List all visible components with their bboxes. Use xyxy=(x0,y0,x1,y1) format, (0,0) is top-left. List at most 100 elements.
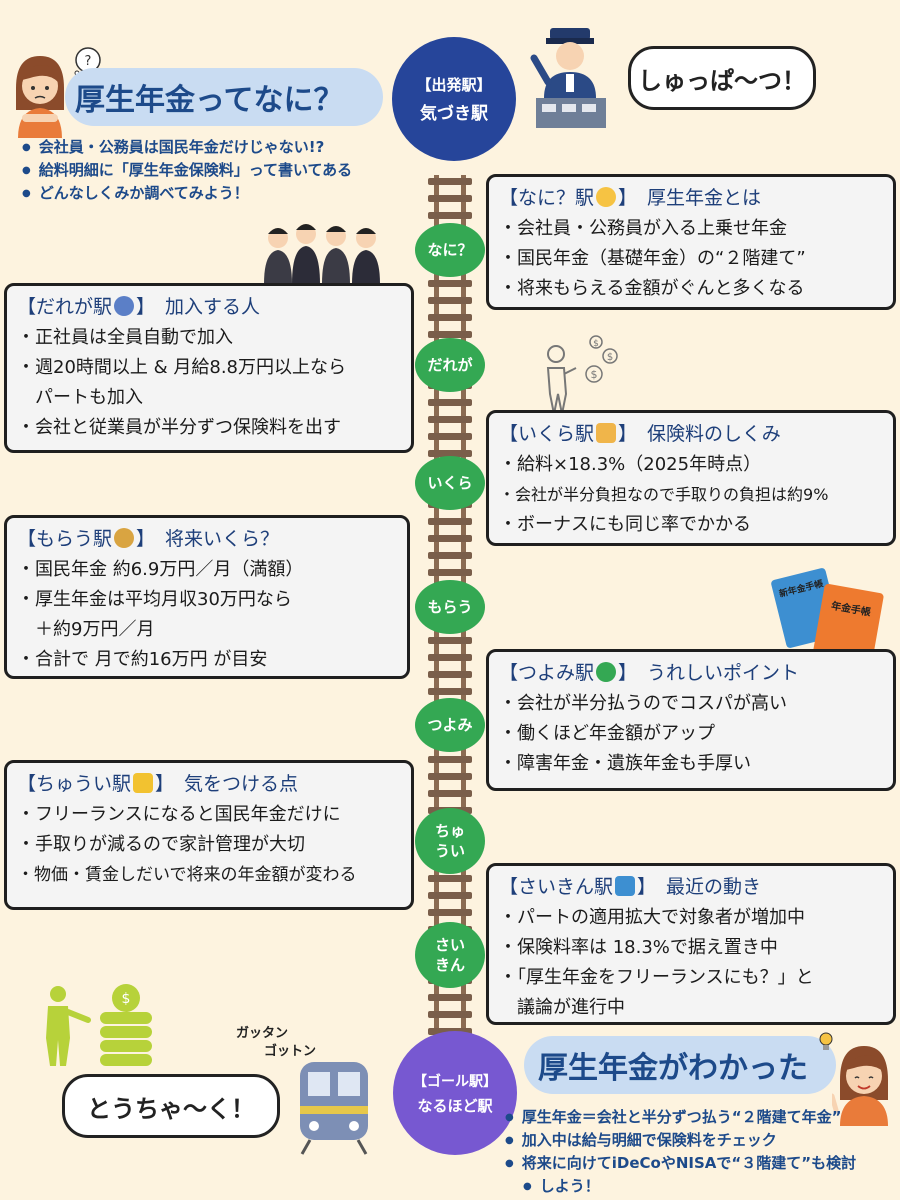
card-nani: 【なに？駅】厚生年金とは 会社員・公務員が入る上乗せ年金 国民年金（基礎年金）の… xyxy=(486,174,896,310)
card-item: 正社員は全員自動で加入 xyxy=(17,323,401,353)
money-bill-icon xyxy=(596,423,617,443)
station-label: つよみ xyxy=(427,716,473,734)
arrival-speech: とうちゃ〜く！ xyxy=(87,1094,255,1123)
card-item: 物価・賃金しだいで将来の年金額が変わる xyxy=(17,860,401,890)
outro-point: 加入中は給与明細で保険料をチェック xyxy=(505,1129,856,1152)
card-item: 議論が進行中 xyxy=(517,997,625,1018)
station-saikin: さい きん xyxy=(415,922,485,988)
intro-point: どんなしくみか調べてみよう！ xyxy=(22,182,352,205)
start-station-label: 【出発駅】 xyxy=(416,76,492,94)
card-item: 会社員・公務員が入る上乗せ年金 xyxy=(499,214,883,244)
group-of-workers-illustration xyxy=(262,218,384,284)
goal-station: 【ゴール駅】 なるほど駅 xyxy=(393,1031,517,1155)
card-item: 給料×18.3%（2025年時点） xyxy=(499,450,883,480)
card-item: 合計で 月で約16万円 が目安 xyxy=(17,645,397,675)
book-label: 年金手帳 xyxy=(830,600,872,619)
card-title: 【だれが駅】加入する人 xyxy=(17,296,261,318)
intro-points: 会社員・公務員は国民年金だけじゃない!? 給料明細に「厚生年金保険料」って書いて… xyxy=(22,136,352,205)
card-saikin: 【さいきん駅】最近の動き パートの適用拡大で対象者が増加中 保険料率は 18.3… xyxy=(486,863,896,1025)
station-dare: だれが xyxy=(415,338,485,392)
intro-point: 給料明細に「厚生年金保険料」って書いてある xyxy=(22,159,352,182)
station-tsuyomi: つよみ xyxy=(415,698,485,752)
rail-tie xyxy=(428,399,472,406)
svg-text:?: ? xyxy=(85,54,92,69)
rail-tie xyxy=(428,1011,472,1018)
card-title: 【つよみ駅】うれしいポイント xyxy=(499,662,800,684)
station-label: いくら xyxy=(427,474,473,492)
card-morau: 【もらう駅】将来いくら？ 国民年金 約6.9万円／月（満額） 厚生年金は平均月収… xyxy=(4,515,410,679)
conductor-speech-bubble: しゅっぱ〜つ！ xyxy=(628,46,816,110)
rail-tie xyxy=(428,314,472,321)
card-item: 手取りが減るので家計管理が大切 xyxy=(17,830,401,860)
rail-tie xyxy=(428,331,472,338)
station-label: なに？ xyxy=(427,241,473,259)
rail-tie xyxy=(428,450,472,457)
green-circle-icon xyxy=(596,662,617,682)
card-item: パートも加入 xyxy=(35,387,143,408)
svg-text:$: $ xyxy=(591,368,598,381)
rail-tie xyxy=(428,212,472,219)
station-ikura: いくら xyxy=(415,456,485,510)
card-item: 会社が半分負担なので手取りの負担は約9% xyxy=(499,480,883,510)
arrival-speech-bubble: とうちゃ〜く！ xyxy=(62,1074,280,1138)
money-bag-icon xyxy=(114,528,135,548)
station-nani: なに？ xyxy=(415,223,485,277)
card-title: 【もらう駅】将来いくら？ xyxy=(17,528,280,550)
card-item: 保険料率は 18.3%で据え置き中 xyxy=(499,933,883,963)
card-title: 【ちゅうい駅】気をつける点 xyxy=(17,773,299,795)
start-station: 【出発駅】 気づき駅 xyxy=(392,37,516,161)
rail-tie xyxy=(428,195,472,202)
card-item: 国民年金（基礎年金）の“２階建て” xyxy=(499,244,883,274)
goal-station-name: なるほど駅 xyxy=(417,1096,493,1115)
refresh-icon xyxy=(615,876,636,896)
card-item: 会社が半分払うのでコスパが高い xyxy=(499,689,883,719)
outro-point: 厚生年金＝会社と半分ずつ払う“２階建て年金” xyxy=(505,1106,856,1129)
lightbulb-icon xyxy=(818,1032,834,1052)
card-item: 週20時間以上 & 月給8.8万円以上なら xyxy=(17,353,401,383)
person-with-coins-illustration: $ $ $ xyxy=(536,334,622,415)
rail-tie xyxy=(428,637,472,644)
intro-title-banner: 厚生年金ってなに？ xyxy=(65,68,383,126)
card-item: 国民年金 約6.9万円／月（満額） xyxy=(17,555,397,585)
rail-tie xyxy=(428,280,472,287)
rail-tie xyxy=(428,773,472,780)
card-item: 働くほど年金額がアップ xyxy=(499,719,883,749)
goal-station-label: 【ゴール駅】 xyxy=(413,1073,497,1090)
card-ikura: 【いくら駅】保険料のしくみ 給料×18.3%（2025年時点） 会社が半分負担な… xyxy=(486,410,896,546)
rail-tie xyxy=(428,552,472,559)
rail-tie xyxy=(428,518,472,525)
conductor-speech: しゅっぱ〜つ！ xyxy=(638,66,806,95)
card-dare: 【だれが駅】加入する人 正社員は全員自動で加入 週20時間以上 & 月給8.8万… xyxy=(4,283,414,453)
svg-text:$: $ xyxy=(593,339,599,349)
rail-tie xyxy=(428,569,472,576)
card-title: 【なに？駅】厚生年金とは xyxy=(499,187,762,209)
rail-tie xyxy=(428,297,472,304)
rail-tie xyxy=(428,790,472,797)
people-icon xyxy=(114,296,135,316)
rail-tie xyxy=(428,178,472,185)
rail-tie xyxy=(428,654,472,661)
station-label: だれが xyxy=(427,356,473,374)
station-label: ちゅ うい xyxy=(434,822,465,860)
rail-tie xyxy=(428,756,472,763)
worried-girl-illustration xyxy=(8,48,70,138)
warning-icon xyxy=(133,773,154,793)
train-sound-2: ゴットン xyxy=(264,1044,317,1059)
conductor-illustration xyxy=(530,28,610,132)
book-label: 新年金手帳 xyxy=(778,579,825,600)
outro-point: しよう！ xyxy=(505,1175,856,1198)
card-item: 「厚生年金をフリーランスにも？」と xyxy=(499,963,883,993)
station-label: もらう xyxy=(427,598,473,616)
station-chuui: ちゅ うい xyxy=(415,808,485,874)
card-title: 【いくら駅】保険料のしくみ xyxy=(499,423,781,445)
rail-tie xyxy=(428,535,472,542)
card-item: ＋約9万円／月 xyxy=(35,619,155,640)
card-title: 【さいきん駅】最近の動き xyxy=(499,876,762,898)
card-item: 会社と従業員が半分ずつ保険料を出す xyxy=(17,413,401,443)
card-item: 将来もらえる金額がぐんと多くなる xyxy=(499,274,883,304)
station-morau: もらう xyxy=(415,580,485,634)
rail-tie xyxy=(428,433,472,440)
card-item: 障害年金・遺族年金も手厚い xyxy=(499,749,883,779)
svg-text:$: $ xyxy=(122,991,131,1007)
intro-point: 会社員・公務員は国民年金だけじゃない!? xyxy=(22,136,352,159)
